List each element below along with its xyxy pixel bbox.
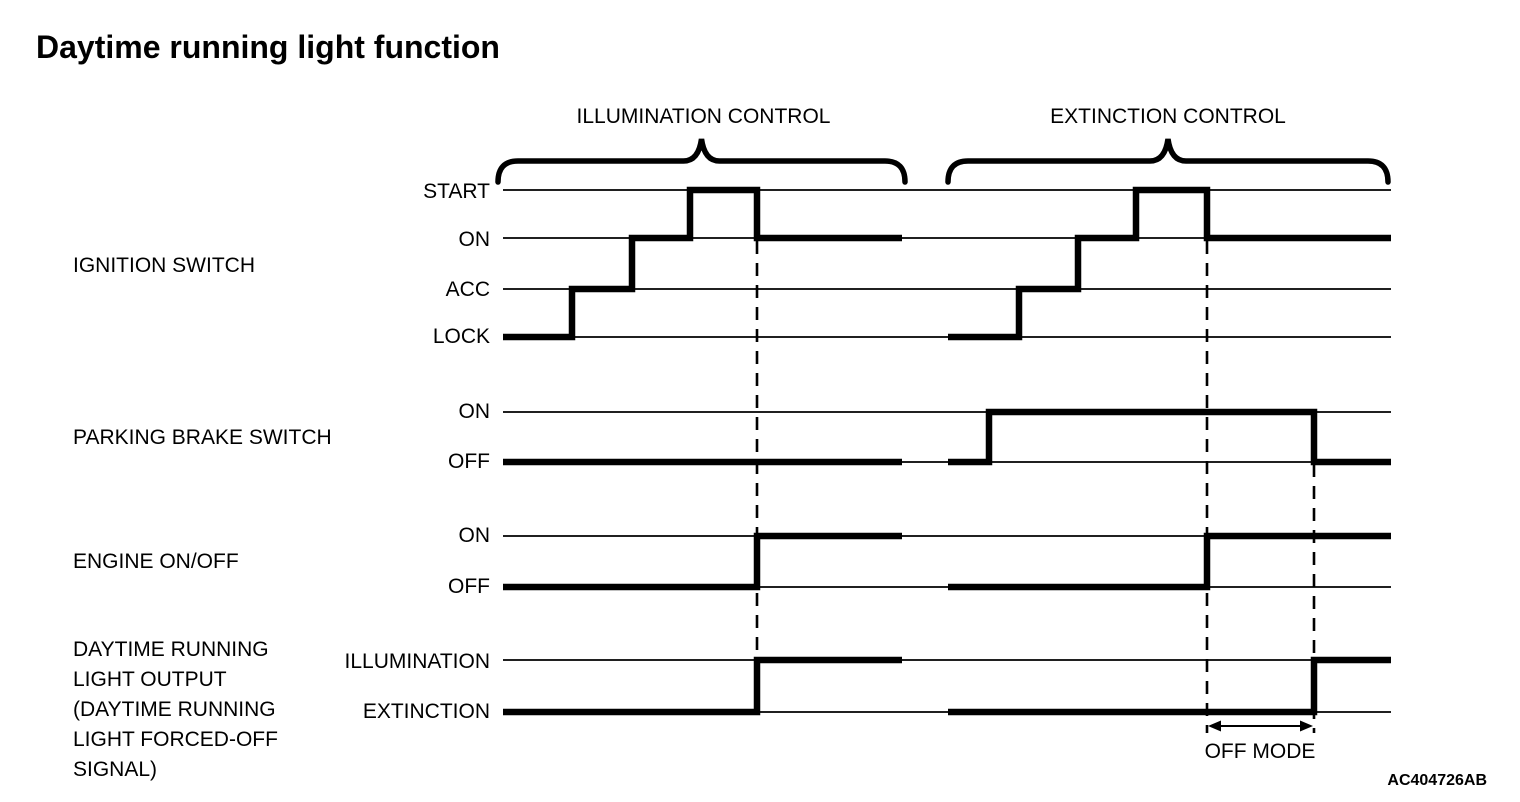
reference-baselines xyxy=(503,189,1391,713)
trace-engine-on-off-illumination xyxy=(503,532,902,591)
section-braces xyxy=(495,138,1391,185)
level-label-parking-brake-off: OFF xyxy=(448,450,490,473)
level-label-acc: ACC xyxy=(445,278,490,301)
trace-engine-on-off-extinction xyxy=(948,532,1391,591)
level-label-lock: LOCK xyxy=(432,325,490,348)
trace-parking-brake-switch-extinction xyxy=(948,408,1391,466)
trace-ignition-switch-extinction xyxy=(948,186,1391,341)
trace-ignition-switch-illumination xyxy=(503,186,902,341)
group-label-ignition-switch: IGNITION SWITCH xyxy=(73,254,255,277)
section-header-extinction-control: EXTINCTION CONTROL xyxy=(1050,105,1286,128)
off-mode-arrow xyxy=(1208,720,1313,732)
section-header-illumination-control: ILLUMINATION CONTROL xyxy=(576,105,831,128)
off-mode-label: OFF MODE xyxy=(1204,740,1316,763)
page-title: Daytime running light function xyxy=(36,29,500,66)
level-label-extinction: EXTINCTION xyxy=(362,700,490,723)
level-label-start: START xyxy=(423,180,490,203)
level-label-parking-brake-on: ON xyxy=(458,400,491,423)
level-label-engine-off: OFF xyxy=(448,575,490,598)
level-label-engine-on: ON xyxy=(458,524,491,547)
figure-code: AC404726AB xyxy=(1387,772,1487,789)
trace-daytime-running-light-output-illumination xyxy=(503,656,902,716)
group-label-engine-on-off: ENGINE ON/OFF xyxy=(73,550,239,573)
level-label-illumination: ILLUMINATION xyxy=(344,650,490,673)
trace-daytime-running-light-output-extinction xyxy=(948,656,1391,716)
brace-extinction-control xyxy=(945,138,1391,185)
brace-illumination-control xyxy=(495,138,908,185)
group-label-parking-brake-switch: PARKING BRAKE SWITCH xyxy=(73,426,332,449)
level-label-ignition-on: ON xyxy=(458,228,491,251)
group-label-daytime-running-light-output: DAYTIME RUNNING LIGHT OUTPUT (DAYTIME RU… xyxy=(73,638,278,781)
waveform-traces xyxy=(503,186,1391,716)
